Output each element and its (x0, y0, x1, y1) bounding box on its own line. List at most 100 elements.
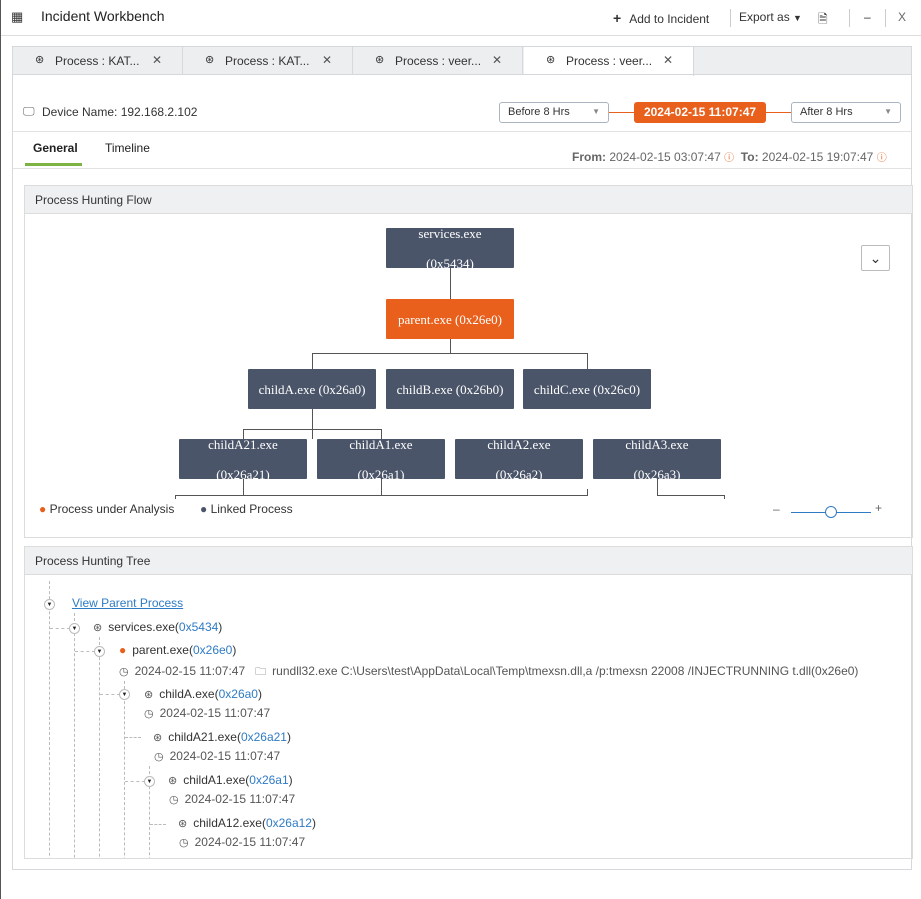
flow-canvas[interactable]: services.exe(0x5434)parent.exe (0x26e0)c… (2, 1, 921, 541)
process-meta: ◷2024-02-15 11:07:47 (169, 792, 295, 806)
flow-connector (312, 409, 313, 439)
flow-node[interactable]: childB.exe (0x26b0) (386, 369, 514, 409)
minimize-button[interactable]: – (864, 10, 871, 24)
subtab-general[interactable]: General (33, 141, 78, 155)
flow-connector (587, 353, 588, 369)
device-label: Device Name: (42, 105, 118, 119)
flow-connector (450, 268, 451, 299)
tree-node-childA21[interactable]: ⊛childA21.exe(0x26a21) (153, 730, 291, 744)
flow-connector (587, 489, 588, 496)
flow-connector (657, 479, 658, 495)
process-pid[interactable]: 0x5434 (178, 620, 219, 634)
from-label: From: (572, 150, 606, 164)
process-icon: ⊛ (153, 732, 163, 744)
tree-guide (50, 628, 70, 629)
tree-node-childA1[interactable]: ⊛childA1.exe(0x26a1) (168, 773, 293, 787)
active-tab-indicator (25, 163, 82, 166)
flow-node[interactable]: parent.exe (0x26e0) (386, 299, 514, 339)
legend-label: Linked Process (210, 502, 293, 516)
flow-connector (243, 479, 244, 495)
after-hours-dropdown[interactable]: After 8 Hrs▼ (791, 102, 901, 123)
collapse-toggle[interactable]: ▼ (119, 689, 130, 700)
process-cmdline: rundll32.exe C:\Users\test\AppData\Local… (272, 664, 859, 678)
close-tab-icon[interactable]: ✕ (662, 53, 673, 67)
process-pid[interactable]: 0x26e0 (192, 643, 233, 657)
tree-node-childA[interactable]: ⊛childA.exe(0x26a0) (144, 687, 262, 701)
tree-node-parent[interactable]: ●parent.exe(0x26e0) (119, 643, 237, 657)
process-pid[interactable]: 0x26a0 (218, 687, 258, 701)
tab-process-3[interactable]: ⊛ Process : veer... ✕ (353, 47, 523, 75)
process-name: childA.exe (159, 687, 215, 701)
export-label: Export as (739, 10, 790, 24)
tree-guide (150, 824, 166, 825)
process-icon: ⊛ (205, 54, 215, 66)
close-tab-icon[interactable]: ✕ (491, 53, 502, 67)
clock-icon: ◷ (179, 837, 189, 849)
tree-guide (124, 681, 125, 858)
flow-connector (175, 495, 176, 499)
flow-connector (724, 495, 725, 499)
panel-title: Process Hunting Tree (25, 547, 912, 575)
flow-node[interactable]: childA1.exe(0x26a1) (317, 437, 445, 482)
process-name: childA1.exe (183, 773, 246, 787)
add-to-incident-button[interactable]: +Add to Incident (613, 10, 710, 26)
flow-node[interactable]: childA3.exe(0x26a3) (593, 437, 721, 482)
flow-node[interactable]: childA2.exe(0x26a2) (455, 437, 583, 482)
time-range: From: 2024-02-15 03:07:47 ⓘ To: 2024-02-… (572, 149, 887, 164)
report-schedule-icon[interactable]: 🗎 (818, 12, 828, 26)
tab-process-2[interactable]: ⊛ Process : KAT... ✕ (183, 47, 353, 75)
subtab-timeline[interactable]: Timeline (105, 141, 150, 155)
analysis-dot-icon: ● (119, 643, 127, 657)
before-hours-dropdown[interactable]: Before 8 Hrs▼ (499, 102, 609, 123)
process-icon: ⊛ (546, 54, 556, 66)
tab-label: Process : KAT... (225, 54, 310, 68)
process-name: services.exe (108, 620, 175, 634)
view-parent-process-link[interactable]: View Parent Process (72, 596, 184, 610)
collapse-toggle[interactable]: ▼ (44, 599, 55, 610)
flow-connector (657, 495, 724, 496)
close-button[interactable]: X (898, 10, 907, 24)
flow-node[interactable]: childA.exe (0x26a0) (248, 369, 376, 409)
tree-node-childA12[interactable]: ⊛childA12.exe(0x26a12) (178, 816, 316, 830)
add-label: Add to Incident (629, 12, 710, 26)
tab-process-4[interactable]: ⊛Process : veer...✕ (524, 47, 694, 76)
flow-node[interactable]: childA21.exe(0x26a21) (179, 437, 307, 482)
flow-connector (312, 353, 313, 369)
process-hunting-flow-panel: Process Hunting Flow services.exe(0x5434… (24, 185, 913, 538)
tab-label: Process : veer... (395, 54, 482, 68)
collapse-toggle[interactable]: ▼ (69, 623, 80, 634)
tree-node-services[interactable]: ⊛services.exe(0x5434) (93, 620, 223, 634)
process-pid[interactable]: 0x26a21 (240, 730, 287, 744)
to-label: To: (740, 150, 759, 164)
expand-chevron-button[interactable]: ⌄ (861, 245, 890, 271)
clock-icon: ◷ (119, 666, 129, 678)
close-tab-icon[interactable]: ✕ (321, 53, 332, 67)
collapse-toggle[interactable]: ▼ (94, 646, 105, 657)
zoom-in-button[interactable]: + (875, 501, 883, 515)
title-bar: ▦ Incident Workbench +Add to Incident Ex… (1, 0, 921, 36)
process-icon: ⊛ (375, 54, 385, 66)
zoom-slider-handle[interactable] (825, 506, 837, 518)
device-value: 192.168.2.102 (120, 105, 198, 119)
flow-node[interactable]: services.exe(0x5434) (386, 226, 514, 271)
flow-connector (243, 429, 244, 439)
process-meta: ◷2024-02-15 11:07:47 (154, 749, 280, 763)
close-tab-icon[interactable]: ✕ (151, 53, 162, 67)
process-pid[interactable]: 0x26a1 (249, 773, 289, 787)
info-icon: ⓘ (724, 153, 735, 164)
tab-process-1[interactable]: ⊛Process : KAT...✕ (13, 47, 183, 75)
clock-icon: ◷ (169, 794, 179, 806)
from-value: 2024-02-15 03:07:47 (609, 150, 721, 164)
divider (13, 168, 911, 169)
export-as-dropdown[interactable]: Export as ▼ (739, 10, 802, 24)
process-meta: ◷2024-02-15 11:07:47 (179, 835, 305, 849)
flow-node[interactable]: childC.exe (0x26c0) (523, 369, 651, 409)
before-label: Before 8 Hrs (508, 106, 570, 118)
panel-title: Process Hunting Flow (25, 186, 912, 214)
divider (849, 9, 850, 27)
connector (609, 112, 634, 113)
process-pid[interactable]: 0x26a12 (265, 816, 312, 830)
collapse-toggle[interactable]: ▼ (144, 776, 155, 787)
zoom-out-button[interactable]: – (773, 502, 780, 516)
process-meta: ◷2024-02-15 11:07:47 (144, 706, 270, 720)
